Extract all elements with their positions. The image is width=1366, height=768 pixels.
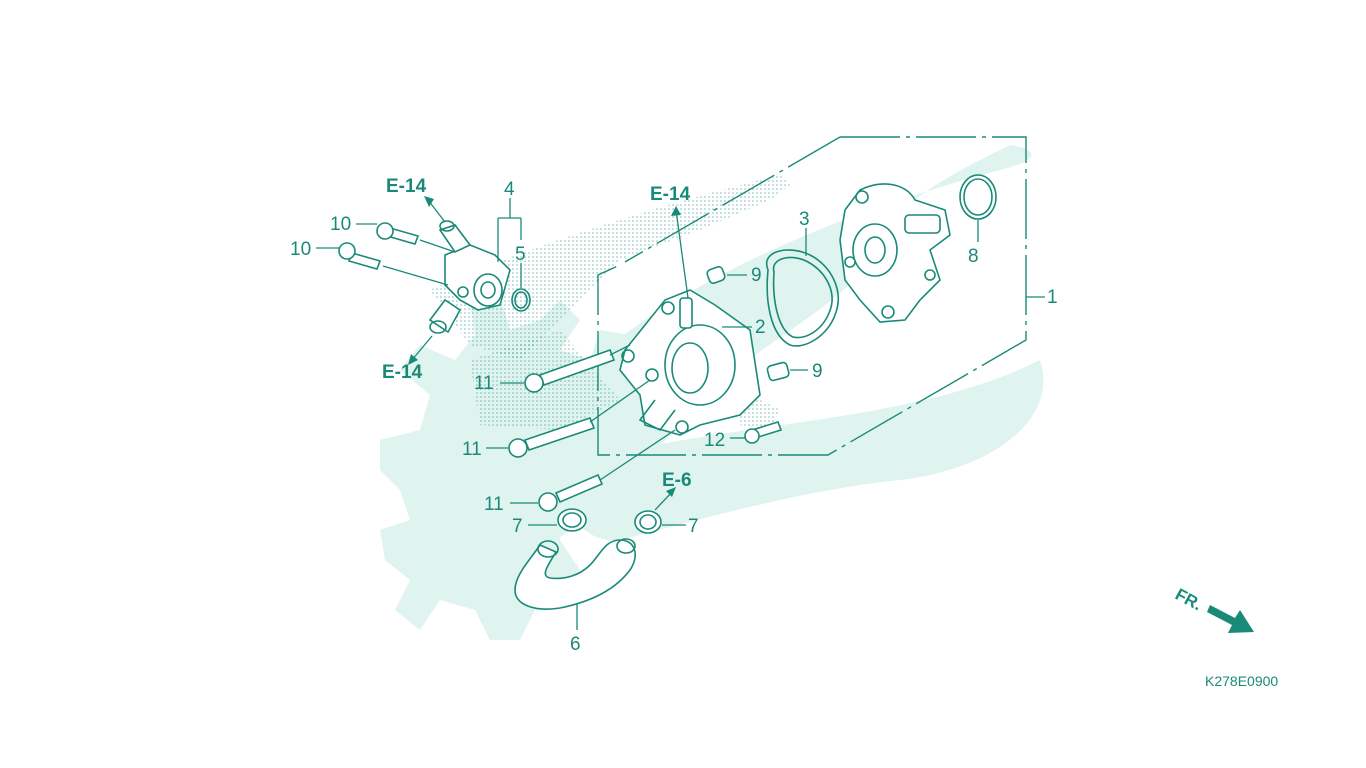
- ref-e14-bottom: E-14: [382, 362, 423, 383]
- front-direction-label: FR.: [1172, 585, 1205, 615]
- part-bolt-12: [730, 421, 783, 444]
- part-o-ring-5: [511, 263, 531, 312]
- assembly-outline-frame: [597, 136, 1027, 456]
- part-bolt-10b: [316, 242, 449, 286]
- callout-1: 1: [1047, 287, 1058, 308]
- part-hose-6: [514, 538, 636, 630]
- part-bolt-10a: [356, 222, 456, 253]
- part-bolt-11c: [510, 344, 676, 512]
- callout-9-lower: 9: [812, 361, 823, 382]
- part-clamp-7a: [528, 508, 587, 532]
- part-gasket-3: [765, 228, 839, 347]
- part-pump-body: [839, 183, 951, 323]
- callout-9-upper: 9: [751, 265, 762, 286]
- part-inlet-joint: [428, 220, 511, 334]
- callout-6: 6: [570, 634, 581, 655]
- callout-12: 12: [704, 430, 725, 451]
- callout-5: 5: [515, 244, 526, 265]
- part-pump-cover-2: [619, 289, 761, 436]
- part-o-ring-8: [959, 174, 997, 242]
- part-clamp-7b: [634, 487, 686, 534]
- callout-11-a: 11: [474, 373, 494, 394]
- part-dowel-pin-9a: [706, 266, 747, 284]
- callout-2: 2: [755, 317, 766, 338]
- callout-8: 8: [968, 246, 979, 267]
- bracket-4: [497, 198, 522, 262]
- callout-7-right: 7: [688, 516, 699, 537]
- callout-10-b: 10: [290, 239, 311, 260]
- callout-7-left: 7: [512, 516, 523, 537]
- ref-e14-top: E-14: [386, 176, 427, 197]
- part-bolt-11a: [500, 348, 616, 393]
- part-bolt-11b: [486, 416, 596, 458]
- front-direction-arrow: FR.: [1172, 585, 1254, 633]
- callout-3: 3: [799, 209, 810, 230]
- ref-e14-center: E-14: [650, 184, 691, 205]
- ref-e6: E-6: [662, 470, 692, 491]
- diagram-code: K278E0900: [1205, 673, 1278, 689]
- callout-11-b: 11: [462, 439, 482, 460]
- callout-10-a: 10: [330, 214, 351, 235]
- callout-4: 4: [504, 179, 515, 200]
- callout-11-c: 11: [484, 494, 504, 515]
- part-dowel-pin-9b: [766, 361, 808, 382]
